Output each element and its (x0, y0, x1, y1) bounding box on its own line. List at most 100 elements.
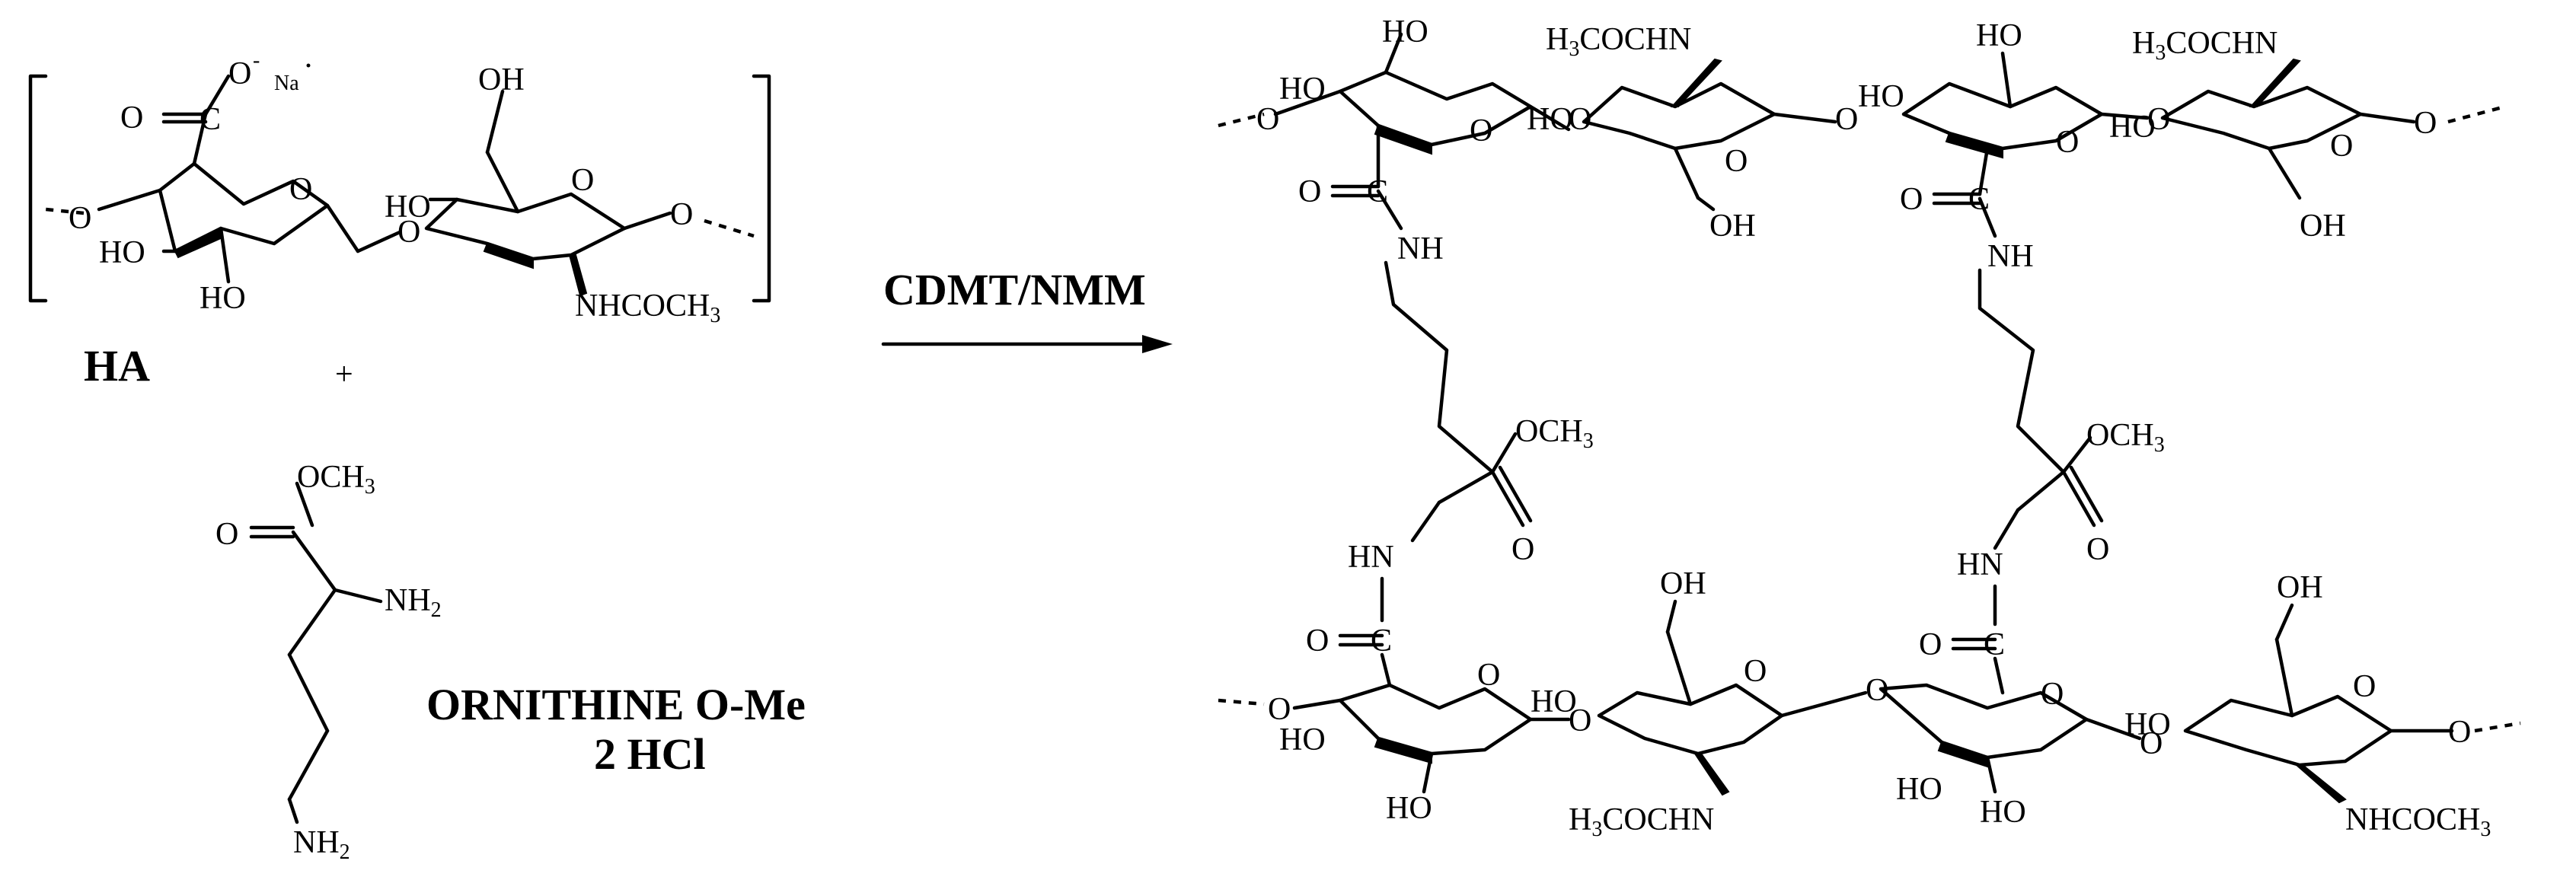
top-ring-4-ch2 (2267, 146, 2302, 200)
orn-bond-nh2 (333, 588, 383, 604)
p-link2-bot-c: C (1984, 627, 2005, 662)
p-top-ho-3: HO (1527, 102, 1573, 137)
p-top-ring-o2: O (1725, 144, 1748, 179)
nhcoch3-sub: 3 (710, 304, 720, 327)
link2-bot-c-ring (1993, 656, 2005, 695)
ha-wedge-2 (483, 242, 534, 269)
acet2-sub: 3 (2155, 41, 2166, 65)
ha-label-carboxylate-o: O (228, 56, 251, 91)
p-top-ring-o3: O (2056, 125, 2079, 160)
ha-bond-glyco-b (356, 230, 402, 253)
p-bot-ho-1: HO (1279, 722, 1326, 757)
ha-label-c: C (200, 102, 221, 137)
ornithine-salt: 2 HCl (594, 729, 706, 779)
p-bot-ho-5: HO (1980, 795, 2026, 830)
bottom-ring-4-wedge-nh (2294, 764, 2347, 804)
crosslinked-product: HO HO O O HO O H3COCHN O OH O HO HO O HO… (1218, 14, 2521, 841)
orn-label-nh2-alpha: NH2 (385, 583, 442, 622)
link1-ester-co-2 (1498, 465, 1533, 523)
p-bot-o-left: O (1268, 692, 1291, 727)
p-link1-bot-o: O (1306, 623, 1329, 658)
ha-bond-c-o-single (203, 74, 231, 116)
ha-wedge-1 (174, 227, 224, 259)
top-ring-1 (1338, 70, 1533, 147)
link1-chain (1384, 260, 1495, 474)
ha-label-oh: OH (478, 62, 525, 97)
bracket-right (752, 74, 771, 303)
p-link1-och3: OCH3 (1515, 414, 1594, 453)
arrow-head (1142, 335, 1173, 353)
orn-label-nh2-delta: NH2 (293, 825, 350, 864)
p-link2-o: O (1900, 182, 1923, 217)
bacet1-rest: COCHN (1602, 802, 1714, 837)
nh2d-sub: 2 (340, 840, 350, 864)
orn-bond-1 (291, 530, 337, 592)
top-ring-2-ch2 (1673, 146, 1700, 200)
ha-label-minus: - (253, 49, 260, 72)
link1-ch (1437, 470, 1495, 505)
top-ring-2-ch2-oh (1696, 196, 1716, 212)
bottom-ring-4 (2183, 694, 2393, 767)
p-top-o-g2: O (1835, 102, 1858, 137)
top-ring-3-glyco (2099, 112, 2150, 120)
p-link2-bot-o: O (1919, 627, 1942, 662)
top-ring-4-o (2358, 112, 2416, 124)
bottom-ring-2 (1597, 683, 1784, 756)
p-top-o-right: O (2414, 106, 2437, 141)
p-link2-och3: OCH3 (2086, 418, 2165, 457)
p-link2-ester-o: O (2086, 532, 2109, 567)
ha-label-glyco-o: O (397, 215, 420, 250)
p-bot-ho-3: HO (1531, 684, 1577, 719)
orn-bond-3 (287, 652, 330, 733)
bottom-ring-1-oh (1422, 751, 1434, 794)
p-link1-bot-c: C (1371, 623, 1392, 658)
bottom-chain-o1 (1292, 698, 1342, 710)
nhcoch3-text: NHCOCH (575, 289, 710, 324)
bottom-ring-2-o (1780, 690, 1868, 718)
bottom-chain-dash-right (2474, 721, 2521, 733)
link2-chain (1977, 268, 2066, 474)
top-ring-3-wedge (1945, 132, 2003, 159)
top-ring-2 (1582, 81, 1776, 151)
nh2a-sub: 2 (431, 598, 442, 622)
p-bot-nhcoch3: NHCOCH3 (2345, 802, 2491, 841)
top-ring-1-wedge (1374, 124, 1432, 155)
ha-bond-ch2 (485, 150, 520, 214)
bottom-ring-3-glyco (2084, 717, 2142, 741)
top-ring-1-glyco (1528, 104, 1571, 132)
orn-bond-2 (287, 588, 337, 657)
bottom-ring-1 (1338, 683, 1533, 756)
p-top-ring-o4: O (2330, 129, 2353, 164)
ha-bond-glyco-a (325, 203, 360, 253)
bottom-ring-2-ch2-oh (1665, 599, 1677, 634)
ha-ring-2 (424, 192, 627, 261)
bottom-ring-2-ch2 (1665, 630, 1693, 706)
p-link2-nh: NH (1987, 239, 2034, 274)
p-top-oh-2: OH (2300, 209, 2346, 244)
orn-label-och3: OCH3 (297, 460, 375, 499)
bacet1-sub: 3 (1591, 818, 1602, 841)
ha-bond-ho2 (219, 226, 231, 284)
bottom-ring-3-wedge (1937, 741, 1988, 768)
orn-bond-4 (287, 729, 330, 802)
bottom-ring-4-ch2 (2274, 637, 2294, 718)
ha-label-nhcoch3: NHCOCH3 (575, 289, 720, 327)
top-ring-3-oh (2000, 51, 2013, 109)
ha-label-ho2: HO (200, 281, 246, 316)
p-top-ho-6: HO (2109, 110, 2156, 145)
och3-sub: 3 (365, 475, 375, 499)
ha-label-radical: · (303, 49, 314, 84)
p-top-o-g1: O (1569, 102, 1591, 137)
ha-bond-right-o (622, 211, 672, 231)
bottom-chain-dash-left (1218, 698, 1265, 706)
p-bot-oh-2: OH (2277, 570, 2323, 605)
link1-ch-nh (1410, 500, 1441, 543)
nh2d-text: NH (293, 825, 340, 860)
ha-label-na: Na (274, 72, 299, 95)
p-bot-o-g1: O (1569, 703, 1591, 738)
acet2-h: H (2132, 26, 2155, 61)
p-bot-acetamido-1: H3COCHN (1569, 802, 1714, 841)
p-bot-ho-6: HO (2124, 707, 2171, 742)
reaction-arrow: CDMT/NMM (881, 265, 1173, 353)
ha-label-o-double: O (120, 100, 143, 136)
